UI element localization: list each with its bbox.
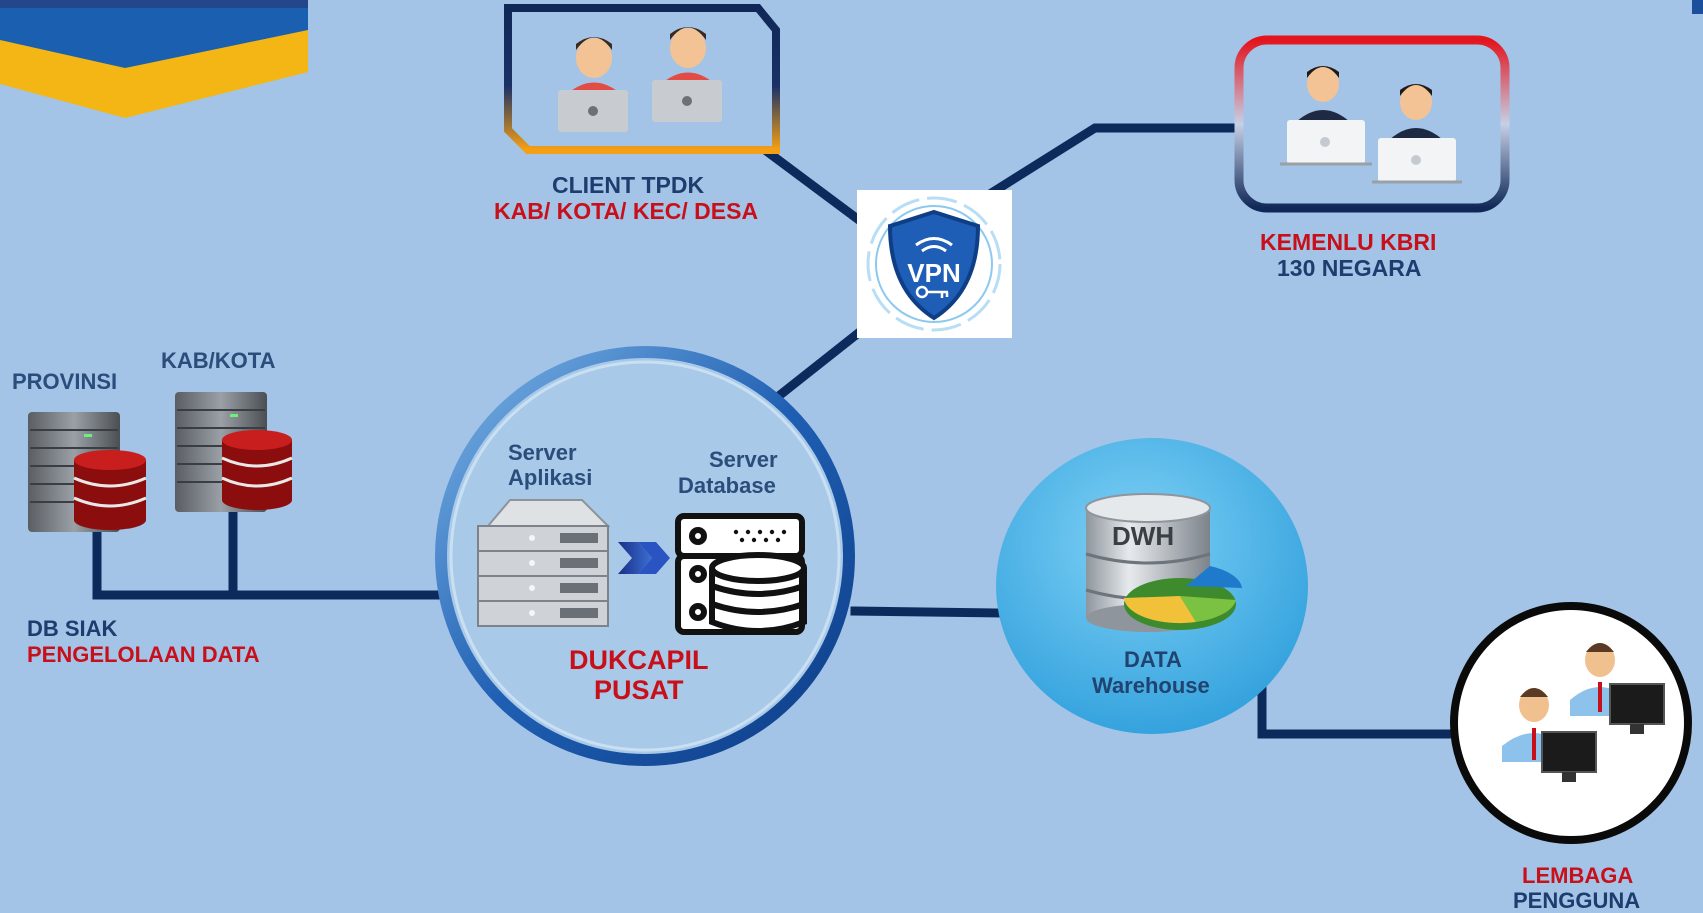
db-siak-subtitle: PENGELOLAAN DATA (27, 642, 260, 667)
kabkota-label: KAB/KOTA (161, 348, 276, 373)
dwh-badge: DWH (1112, 521, 1175, 551)
server-aplikasi-label-line2: Aplikasi (508, 465, 593, 490)
dukcapil-title-line1: DUKCAPIL (569, 645, 709, 675)
data-warehouse-circle (996, 438, 1308, 734)
provinsi-label: PROVINSI (12, 369, 118, 394)
database-icon (73, 450, 147, 530)
person-computer-icon (1502, 688, 1597, 782)
kemenlu-title: KEMENLU KBRI (1260, 229, 1437, 255)
vent-dots (733, 529, 787, 543)
server-database-label-line2: Database (678, 473, 776, 498)
database-icon (221, 430, 293, 510)
corner-mark (1692, 0, 1703, 14)
line-vpn-kemenlu (978, 123, 1250, 204)
dwh-title-line1: DATA (1124, 647, 1182, 672)
lembaga-title-line1: LEMBAGA (1522, 863, 1634, 888)
line-dwh-lembaga (1257, 685, 1453, 739)
server-aplikasi-icon (477, 499, 611, 627)
dukcapil-title-line2: PUSAT (594, 675, 684, 705)
client-tpdk-box (504, 4, 780, 154)
vpn-label: VPN (907, 258, 960, 288)
server-aplikasi-label-line1: Server (508, 440, 577, 465)
vpn-badge: VPN (857, 190, 1012, 338)
db-siak-title: DB SIAK (27, 616, 118, 641)
person-laptop-icon (652, 27, 722, 122)
line-client-vpn (758, 143, 882, 239)
dwh-title-line2: Warehouse (1092, 673, 1210, 698)
person-computer-icon (1570, 643, 1665, 734)
line-provinsi-bus (92, 528, 445, 600)
person-laptop-icon (558, 37, 628, 132)
double-chevron-icon (618, 542, 670, 574)
corner-banner (0, 0, 308, 118)
key-icon (915, 285, 949, 299)
lembaga-title-line2: PENGGUNA (1513, 888, 1641, 913)
provinsi-server-icon (28, 412, 147, 532)
lembaga-pengguna-circle (1450, 602, 1692, 844)
kemenlu-subtitle: 130 NEGARA (1277, 255, 1422, 281)
person-laptop-icon (1280, 66, 1372, 166)
kemenlu-box (1234, 35, 1510, 213)
client-title: CLIENT TPDK (552, 172, 705, 198)
server-database-icon (675, 513, 807, 635)
pie-chart-icon (1124, 566, 1242, 630)
line-dukcapil-dwh (850, 606, 1005, 618)
client-subtitle: KAB/ KOTA/ KEC/ DESA (494, 198, 759, 224)
server-database-label-line1: Server (709, 447, 778, 472)
shield-icon (887, 209, 981, 321)
kabkota-server-icon (175, 392, 293, 512)
person-laptop-icon (1372, 84, 1462, 184)
